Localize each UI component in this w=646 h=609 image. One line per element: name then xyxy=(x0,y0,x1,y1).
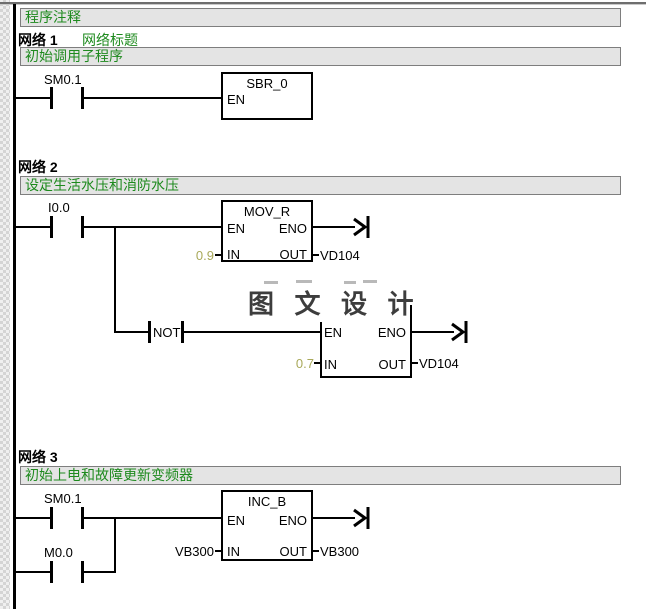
incb-box[interactable]: INC_B EN ENO IN OUT xyxy=(221,490,313,561)
wire xyxy=(215,254,221,256)
port-eno: ENO xyxy=(377,325,406,340)
network2-label[interactable]: 网络 2 xyxy=(18,159,58,175)
branch-wire xyxy=(114,226,116,333)
watermark-ghost xyxy=(344,281,356,284)
port-en: EN xyxy=(324,325,343,340)
port-in: IN xyxy=(227,544,240,559)
wire xyxy=(184,331,320,333)
operand-out-value[interactable]: VD104 xyxy=(320,248,360,263)
operand-in-value[interactable]: 0.9 xyxy=(195,248,214,263)
operand-in-value[interactable]: VB300 xyxy=(174,544,214,559)
contact-label-i00: I0.0 xyxy=(48,200,70,215)
contact-sm01[interactable] xyxy=(81,87,84,109)
contact-i00[interactable] xyxy=(81,216,84,238)
box-left-edge xyxy=(320,322,322,378)
open-wire-arrow-icon[interactable] xyxy=(352,215,372,239)
box-bottom-edge xyxy=(320,376,412,378)
port-out: OUT xyxy=(279,247,307,262)
not-contact-label: NOT xyxy=(153,325,181,340)
operand-out-value[interactable]: VB300 xyxy=(320,544,360,559)
operand-in-value[interactable]: 0.7 xyxy=(295,356,314,371)
movr-box-title: MOV_R xyxy=(243,204,291,219)
box-right-edge xyxy=(410,305,412,378)
wire xyxy=(215,550,221,552)
open-wire-arrow-icon[interactable] xyxy=(352,506,372,530)
watermark-text: 图 文 设 计 xyxy=(248,290,421,319)
contact-sm01[interactable] xyxy=(81,507,84,529)
contact-label-sm01: SM0.1 xyxy=(44,491,82,506)
wire xyxy=(412,331,454,333)
pane-top-border xyxy=(0,2,646,4)
port-out: OUT xyxy=(279,544,307,559)
contact-label-sm01: SM0.1 xyxy=(44,72,82,87)
program-comment-bar[interactable]: 程序注释 xyxy=(20,8,621,27)
port-en: EN xyxy=(227,513,246,528)
contact-m00[interactable] xyxy=(50,561,53,583)
network3-comment-bar[interactable]: 初始上电和故障更新变频器 xyxy=(20,466,621,485)
contact-i00[interactable] xyxy=(50,216,53,238)
watermark-ghost xyxy=(296,280,312,283)
wire xyxy=(114,331,150,333)
contact-sm01[interactable] xyxy=(50,87,53,109)
wire xyxy=(84,517,221,519)
left-margin-hatch xyxy=(0,0,10,609)
power-rail xyxy=(13,4,16,609)
contact-label-m00: M0.0 xyxy=(44,545,73,560)
watermark-ghost xyxy=(264,281,278,284)
branch-wire xyxy=(114,517,116,573)
pane-top-border-highlight xyxy=(0,4,646,5)
network1-label[interactable]: 网络 1 xyxy=(18,32,58,48)
port-eno: ENO xyxy=(278,513,307,528)
wire xyxy=(84,226,221,228)
port-eno: ENO xyxy=(278,221,307,236)
wire xyxy=(412,362,418,364)
contact-sm01[interactable] xyxy=(50,507,53,529)
network1-comment-bar[interactable]: 初始调用子程序 xyxy=(20,47,621,66)
wire xyxy=(314,362,320,364)
port-out: OUT xyxy=(378,357,406,372)
watermark-ghost xyxy=(363,280,377,283)
open-wire-arrow-icon[interactable] xyxy=(450,320,470,344)
contact-m00[interactable] xyxy=(81,561,84,583)
mov-box2[interactable]: EN ENO IN OUT xyxy=(320,305,412,378)
operand-out-value[interactable]: VD104 xyxy=(419,356,459,371)
wire xyxy=(313,550,319,552)
incb-box-title: INC_B xyxy=(247,494,287,509)
network3-label[interactable]: 网络 3 xyxy=(18,449,58,465)
movr-box[interactable]: MOV_R EN ENO IN OUT xyxy=(221,200,313,262)
wire xyxy=(16,571,52,573)
sbr0-box[interactable]: SBR_0 EN xyxy=(221,72,313,120)
not-contact[interactable] xyxy=(181,321,184,343)
wire xyxy=(16,517,52,519)
port-en: EN xyxy=(227,221,246,236)
network2-comment-bar[interactable]: 设定生活水压和消防水压 xyxy=(20,176,621,195)
network1-title[interactable]: 网络标题 xyxy=(82,32,138,48)
wire xyxy=(84,571,116,573)
sbr0-box-title: SBR_0 xyxy=(246,76,288,91)
wire xyxy=(16,226,52,228)
wire xyxy=(16,97,52,99)
wire xyxy=(84,97,221,99)
port-en: EN xyxy=(227,92,246,107)
port-in: IN xyxy=(227,247,240,262)
wire xyxy=(313,254,319,256)
not-contact[interactable] xyxy=(148,321,151,343)
wire xyxy=(313,226,355,228)
wire xyxy=(313,517,355,519)
port-in: IN xyxy=(324,357,337,372)
